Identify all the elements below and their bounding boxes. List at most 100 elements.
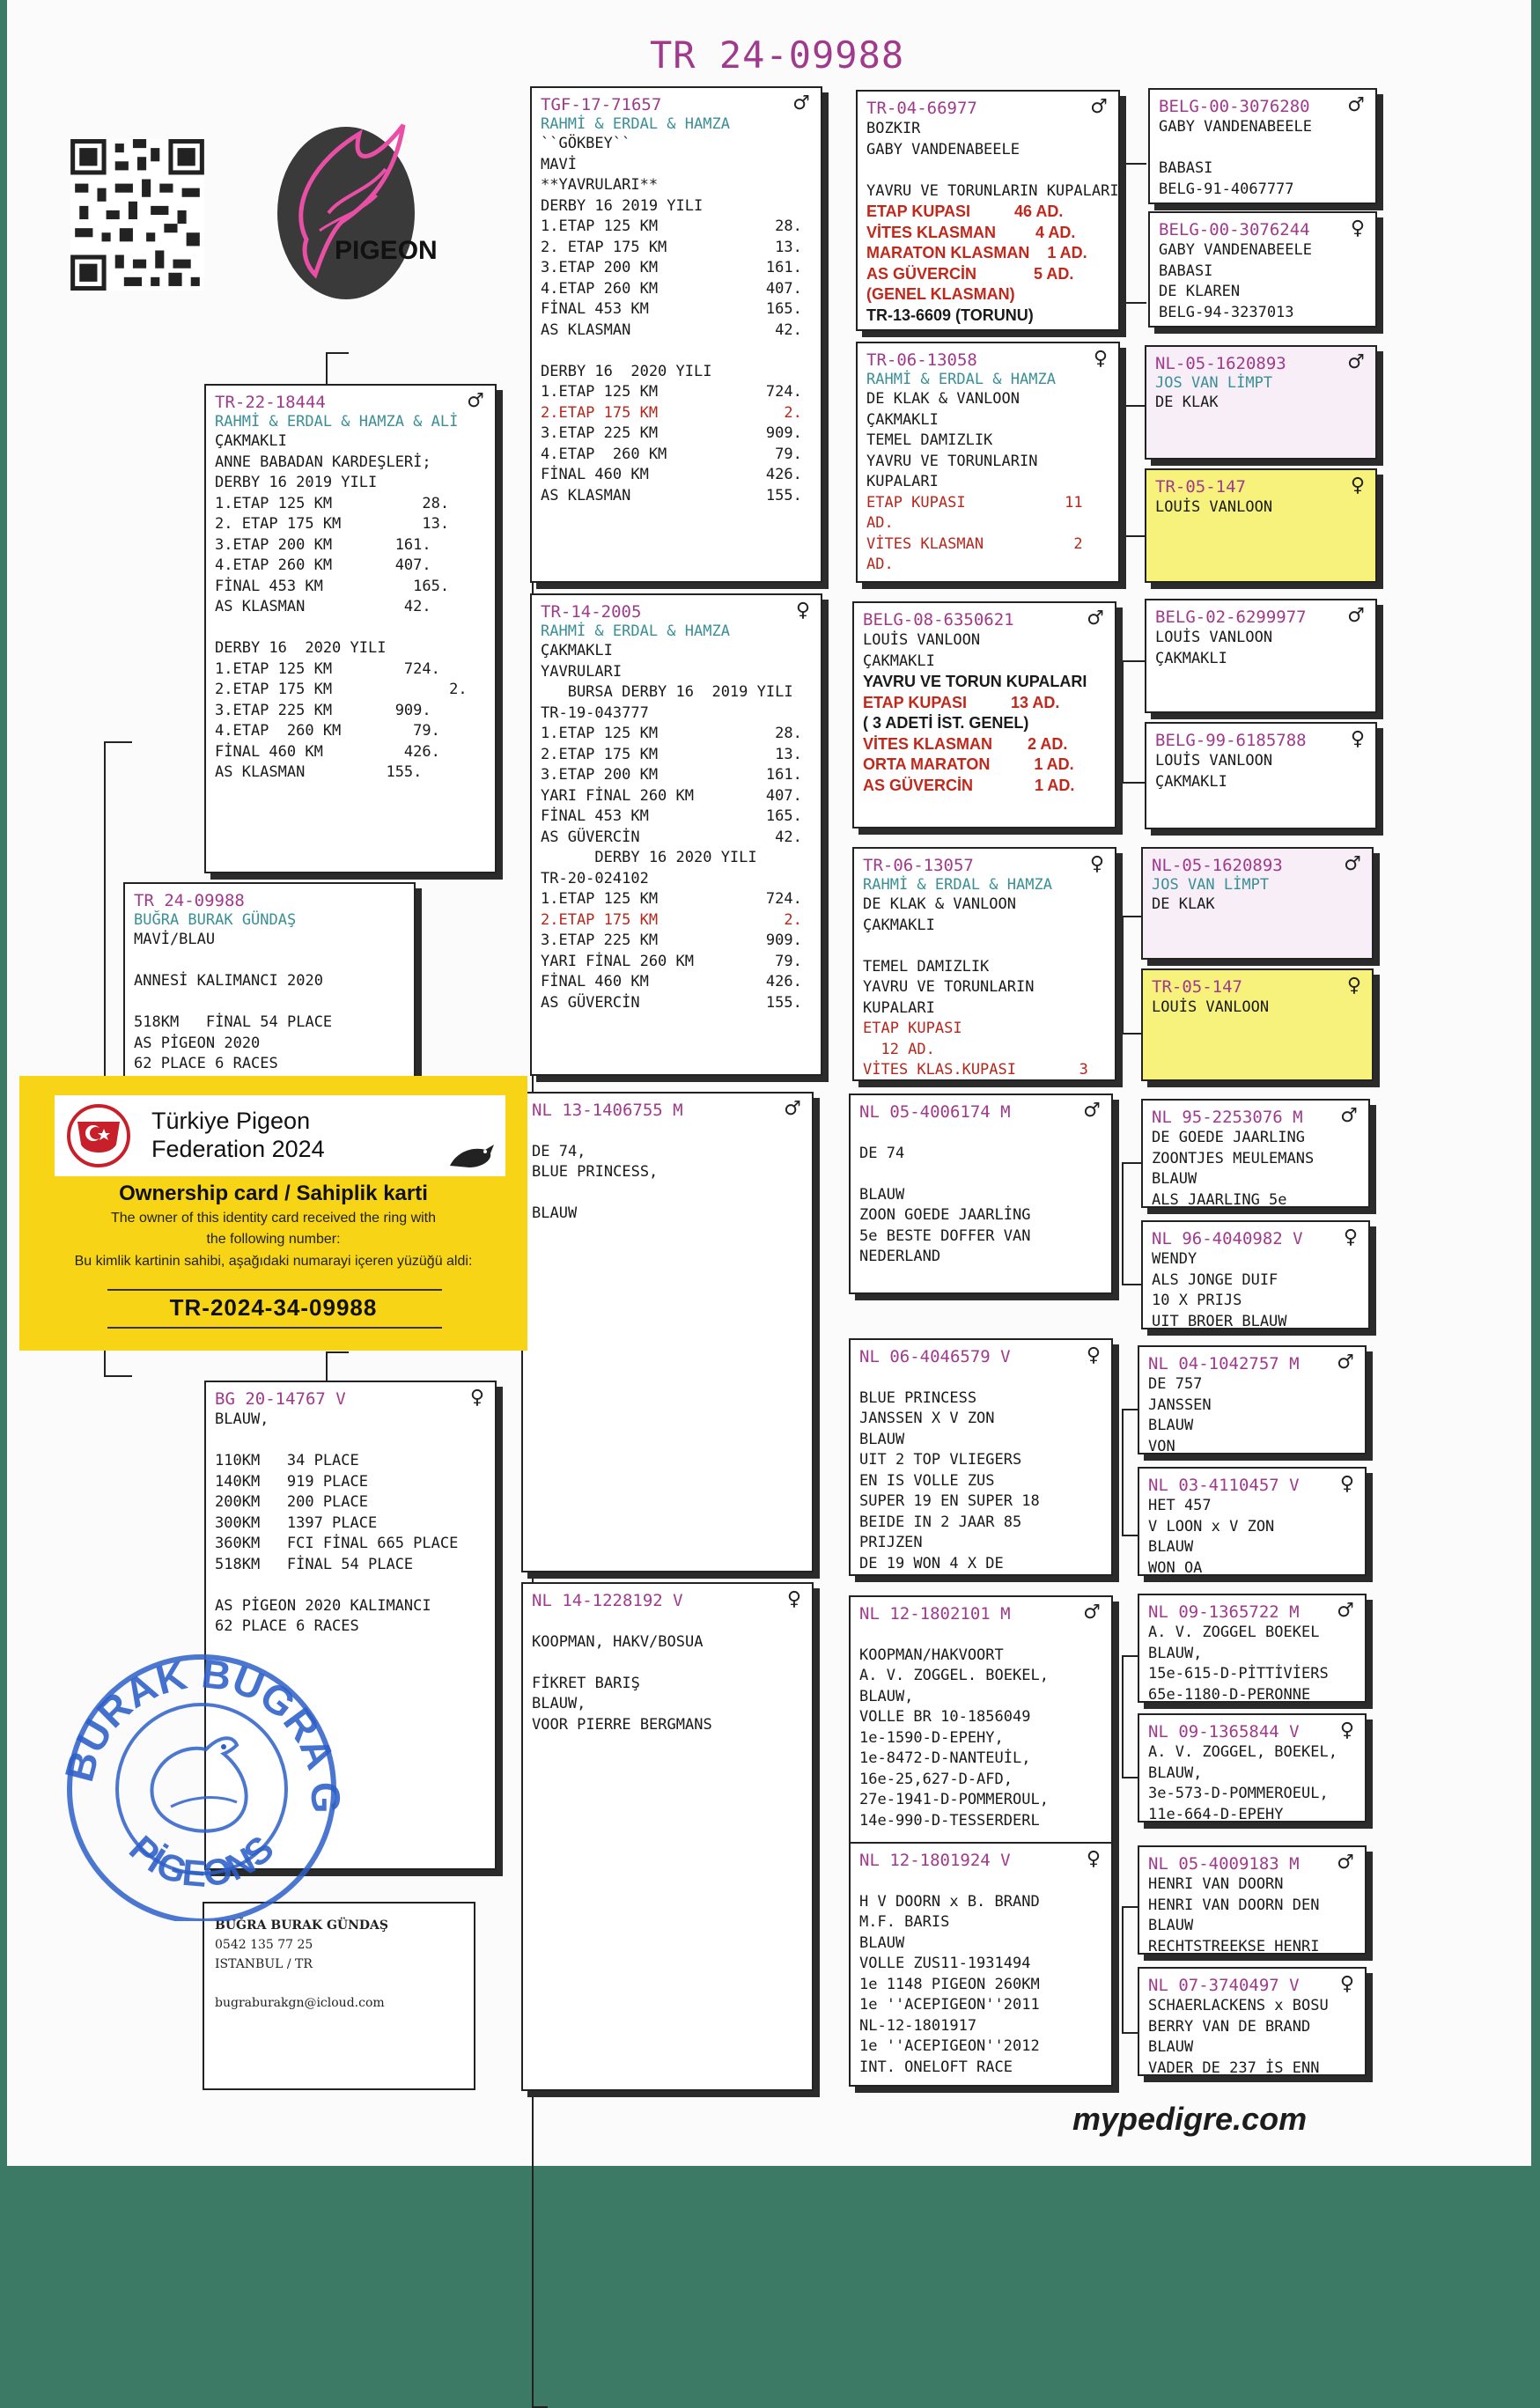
pedigree-line: PRIJZEN <box>859 1534 923 1551</box>
card-text: Bu kimlik kartinin sahibi, aşağıdaki num… <box>74 1254 473 1269</box>
pedigree-line: JANSSEN <box>1148 1395 1212 1414</box>
pedigree-line: BELG-91-4067777 <box>1159 180 1294 198</box>
pedigree-line: 3.ETAP 225 KM 909. <box>541 932 802 949</box>
pedigree-line: ÇAKMAKLI <box>863 652 935 670</box>
pedigree-line: HET 457 <box>1148 1497 1212 1514</box>
pedigree-line: LOUİS VANLOON <box>1155 752 1273 770</box>
pedigree-line: BOZKIR <box>866 120 921 137</box>
pedigree-line: 1e ''ACEPIGEON''2012 <box>859 2037 1040 2055</box>
owner-name: JOS VAN LİMPT <box>1152 876 1270 894</box>
pedigree-line: DERBY 16 2020 YILI <box>541 362 712 380</box>
male-symbol-icon: ♂ <box>1344 853 1361 875</box>
pedigree-line: 5e BESTE DOFFER VAN <box>859 1226 1031 1245</box>
pedigree-line: ZOONTJES MEULEMANS <box>1152 1149 1315 1167</box>
owner-name: RAHMİ & ERDAL & HAMZA <box>541 622 730 640</box>
pedigree-line: TEMEL DAMIZLIK <box>866 431 993 449</box>
ring-number: BELG-00-3076280 <box>1159 97 1310 116</box>
ring-number: NL-05-1620893 <box>1155 354 1286 373</box>
pedigree-line: 518KM FİNAL 54 PLACE <box>215 1555 414 1573</box>
pedigree-line: YAVRULARI <box>541 662 623 681</box>
pedigree-line: BABASI <box>1159 159 1213 177</box>
pedigree-line: ETAP KUPASI 13 AD. <box>863 693 1060 711</box>
pedigree-sheet: TR 24-09988 PIGEON <box>7 0 1531 2408</box>
pedigree-line <box>532 1611 803 1632</box>
pedigree-line: GABY VANDENABEELE <box>1159 241 1312 259</box>
pedigree-line: VİTES KLASMAN 2 AD. <box>863 734 1068 753</box>
pedigree-line: HENRI VAN DOORN DEN <box>1148 1896 1320 1914</box>
pedigree-line: 4.ETAP 260 KM 79. <box>215 722 440 740</box>
pedigree-line <box>859 1367 1102 1388</box>
pedigree-line: 3.ETAP 225 KM 909. <box>215 701 431 719</box>
pedigree-line <box>859 1871 1102 1892</box>
pedigree-line: VOLLE ZUS11-1931494 <box>859 1955 1031 1972</box>
pedigree-line: BLAUW <box>532 1204 578 1222</box>
federation-emblem-icon <box>67 1104 130 1167</box>
card-title-line1: Türkiye Pigeon <box>151 1108 311 1134</box>
pedigree-line: BLAUW, <box>1148 1644 1203 1662</box>
pedigree-line: BLAUW <box>1148 1417 1194 1434</box>
pedigree-line: BELG-94-3237013 <box>1159 303 1294 321</box>
female-symbol-icon: ♀ <box>1086 1848 1101 1870</box>
pedigree-line: 11e-664-D-EPEHY <box>1148 1805 1284 1823</box>
pedigree-line: DERBY 16 2020 YILI <box>215 639 387 657</box>
pedigree-line: DE GOEDE JAARLING <box>1152 1129 1305 1146</box>
pedigree-line: 1.ETAP 125 KM 724. <box>215 659 440 678</box>
pedigree-line <box>532 1653 803 1674</box>
website-footer: mypedigre.com <box>1072 2101 1308 2137</box>
pedigree-box: TR-05-147♀LOUİS VANLOON <box>1141 968 1374 1081</box>
contact-email: bugraburakgn@icloud.com <box>215 1996 385 2010</box>
pedigree-line <box>859 1123 1102 1144</box>
pedigree-line: 27e-1941-D-POMMEROUL, <box>859 1791 1049 1808</box>
pedigree-line: BLAUW <box>1148 1917 1194 1934</box>
ring-number: NL 95-2253076 M <box>1152 1108 1303 1127</box>
pedigree-line: 1e-1590-D-EPEHY, <box>859 1728 1004 1747</box>
pedigree-line: KUPALARI <box>866 473 939 490</box>
pedigree-line: A. V. ZOGGEL BOEKEL <box>1148 1624 1320 1641</box>
pedigree-line: ``GÖKBEY`` <box>541 135 631 152</box>
pedigree-line: 300KM 1397 PLACE <box>215 1513 378 1532</box>
connector-line <box>1122 1906 1146 2034</box>
pedigree-line: 360KM FCI FİNAL 665 PLACE <box>215 1535 459 1552</box>
pedigree-line: (GENEL KLASMAN) <box>866 285 1015 303</box>
pedigree-line: DE KLAK & VANLOON <box>863 895 1016 913</box>
page-title: TR 24-09988 <box>650 33 905 77</box>
ring-number: BELG-00-3076244 <box>1159 220 1310 239</box>
pedigree-line: AS GÜVERCİN 42. <box>541 828 802 846</box>
pedigree-line: KOOPMAN/HAKVOORT <box>859 1646 1004 1664</box>
pedigree-line: DE KLAK <box>1155 394 1219 411</box>
card-text: The owner of this identity card received… <box>110 1211 437 1226</box>
pedigree-line <box>859 1164 1102 1185</box>
connector-line <box>1122 1162 1146 1285</box>
pedigree-line: YAVRU VE TORUNLARIN <box>866 452 1038 470</box>
pedigree-line: 14e-990-D-TESSERDERL <box>859 1811 1040 1830</box>
male-symbol-icon: ♂ <box>1347 605 1365 627</box>
pedigree-line: WON OA <box>1148 1558 1203 1576</box>
female-symbol-icon: ♀ <box>469 1387 484 1409</box>
pedigree-line: YAVRU VE TORUN KUPALARI <box>863 673 1087 690</box>
female-symbol-icon: ♀ <box>1350 217 1365 239</box>
contact-spacer <box>215 1974 463 1993</box>
pedigree-line: MAVİ <box>541 155 577 173</box>
pedigree-line: V LOON x V ZON <box>1148 1517 1275 1535</box>
contact-box: BUĞRA BURAK GÜNDAŞ 0542 135 77 25 ISTANB… <box>203 1902 475 2090</box>
pedigree-line: ANNE BABADAN KARDEŞLERİ; <box>215 453 431 471</box>
pedigree-box: NL 14-1228192 V♀ KOOPMAN, HAKV/BOSUA FİK… <box>521 1582 814 2091</box>
male-symbol-icon: ♂ <box>1347 351 1365 373</box>
pedigree-line <box>215 1431 486 1452</box>
pedigree-line: UIT 2 TOP VLIEGERS <box>859 1451 1022 1469</box>
female-symbol-icon: ♀ <box>1086 1344 1101 1366</box>
pedigree-line: 62 PLACE 6 RACES <box>134 1055 278 1072</box>
pedigree-line: BLAUW <box>859 1185 905 1204</box>
pedigree-line: H V DOORN x B. BRAND <box>859 1892 1040 1911</box>
pedigree-line: ALS JONGE DUIF <box>1152 1270 1278 1289</box>
pedigree-line: DE 74, <box>532 1142 586 1160</box>
ring-number: NL-05-1620893 <box>1152 856 1283 875</box>
pedigree-line: UIT BROER BLAUW <box>1152 1312 1287 1329</box>
ring-number: NL 14-1228192 V <box>532 1591 683 1610</box>
female-symbol-icon: ♀ <box>1343 1226 1358 1248</box>
